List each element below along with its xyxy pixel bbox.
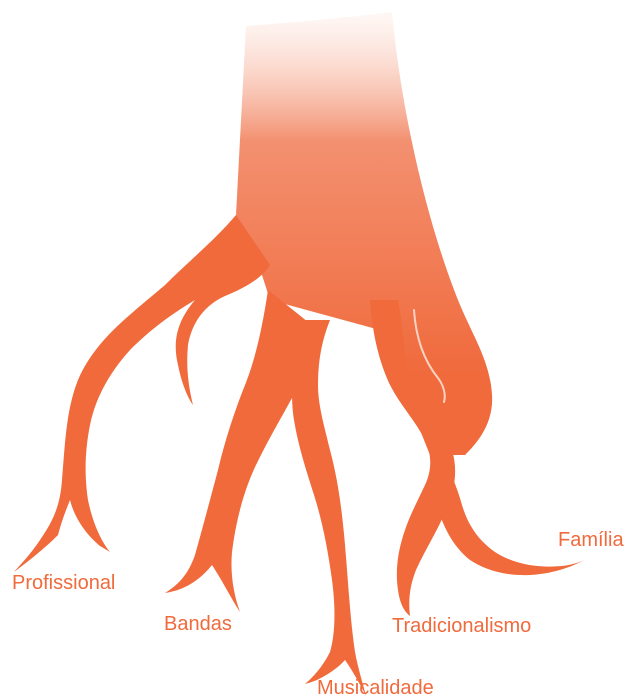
label-musicalidade: Musicalidade: [317, 678, 434, 698]
label-bandas: Bandas: [164, 614, 232, 634]
label-familia: Família: [558, 530, 624, 550]
root-musicalidade: [292, 320, 366, 696]
label-tradicionalismo: Tradicionalismo: [392, 616, 531, 636]
root-familia: [434, 450, 584, 575]
label-profissional: Profissional: [12, 573, 115, 593]
